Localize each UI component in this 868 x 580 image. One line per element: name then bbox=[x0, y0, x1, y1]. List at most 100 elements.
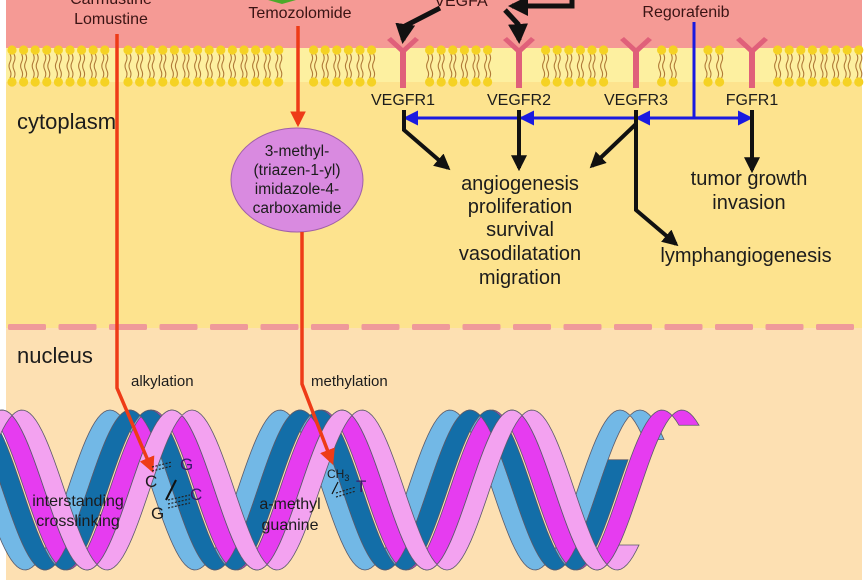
envelope-dash bbox=[109, 324, 147, 330]
lipid-molecule bbox=[309, 45, 319, 87]
envelope-dash bbox=[715, 324, 753, 330]
lipid-molecule bbox=[355, 45, 365, 87]
regorafenib-label: Regorafenib bbox=[642, 4, 729, 21]
envelope-dash bbox=[260, 324, 299, 330]
lipid-molecule bbox=[552, 45, 562, 87]
lipid-molecule bbox=[842, 45, 852, 87]
base-c-right: C bbox=[190, 485, 202, 504]
base-g-top: G bbox=[180, 455, 193, 474]
metabolite-line-4: carboxamide bbox=[253, 200, 342, 217]
lipid-molecule bbox=[807, 45, 818, 87]
dna-strand-dark-blue bbox=[0, 409, 629, 571]
lipid-molecule bbox=[343, 45, 353, 87]
lipid-molecule bbox=[854, 45, 864, 87]
receptor-label-vegfr1: VEGFR1 bbox=[371, 92, 435, 109]
vegfa-label: VEGFA bbox=[434, 0, 488, 10]
metabolite-circle bbox=[230, 127, 364, 233]
lipid-molecule bbox=[216, 45, 226, 87]
vegfr1-signal-arrow bbox=[402, 110, 451, 171]
crosslink-bond bbox=[165, 479, 177, 501]
receptor-vegfr3 bbox=[620, 37, 652, 88]
metabolite-line-3: imidazole-4- bbox=[255, 181, 339, 198]
carmustine-label: Carmustine bbox=[70, 0, 152, 8]
lipid-molecule bbox=[587, 45, 597, 87]
lipid-molecule bbox=[657, 45, 667, 87]
receptor-label-vegfr2: VEGFR2 bbox=[487, 92, 551, 109]
lipid-molecule bbox=[204, 45, 214, 87]
lipid-molecule bbox=[135, 45, 145, 87]
envelope-dash bbox=[664, 324, 703, 330]
lipid-molecule bbox=[88, 45, 98, 87]
envelope-dash bbox=[361, 324, 400, 330]
lipid-molecule bbox=[773, 45, 783, 87]
membrane-core bbox=[6, 48, 862, 82]
vegfr3-lymph-arrow bbox=[634, 124, 679, 247]
lipid-molecule bbox=[425, 45, 435, 87]
effect-angiogenesis: angiogenesis bbox=[461, 173, 579, 195]
lipid-molecule bbox=[471, 45, 481, 87]
receptor-label-fgfr1: FGFR1 bbox=[726, 92, 779, 109]
lipid-molecule bbox=[367, 45, 377, 87]
lipid-molecule bbox=[227, 45, 237, 87]
lipid-molecule bbox=[193, 45, 203, 87]
envelope-dash bbox=[159, 324, 198, 330]
lipid-molecule bbox=[239, 45, 249, 87]
lipid-molecule bbox=[448, 45, 458, 87]
lipid-molecule bbox=[483, 45, 493, 87]
lipid-molecule bbox=[796, 45, 806, 87]
alkylation-label: alkylation bbox=[131, 373, 194, 390]
lipid-molecule bbox=[251, 45, 261, 87]
effect-tumor-growth: tumor growth bbox=[691, 168, 808, 190]
lipid-molecule bbox=[77, 45, 87, 87]
effect-migration: migration bbox=[479, 267, 561, 289]
base-t: T bbox=[356, 477, 366, 496]
cytoplasm-label: cytoplasm bbox=[17, 109, 116, 134]
metabolite-line-1: 3-methyl- bbox=[265, 143, 330, 160]
temozolomide-label: Temozolomide bbox=[248, 5, 351, 22]
effect-vasodilatation: vasodilatation bbox=[459, 243, 581, 265]
lipid-molecule bbox=[123, 45, 133, 87]
lipid-molecule bbox=[274, 45, 284, 87]
lipid-molecule bbox=[703, 45, 713, 87]
effect-lymphangiogenesis: lymphangiogenesis bbox=[660, 245, 831, 267]
nucleus-label: nucleus bbox=[17, 343, 93, 368]
crosslink-label-line-1: interstanding bbox=[32, 493, 124, 510]
crosslink-bonds bbox=[151, 461, 357, 509]
lipid-molecule bbox=[320, 45, 330, 87]
lipid-molecule bbox=[668, 45, 678, 87]
receptor-vegfr1 bbox=[387, 37, 419, 88]
lipid-molecule bbox=[459, 45, 469, 87]
lipid-molecule bbox=[30, 45, 40, 87]
crosslink-label-line-2: crosslinking bbox=[36, 513, 120, 530]
lipid-molecule bbox=[53, 45, 64, 87]
lipid-molecule bbox=[169, 45, 179, 87]
methyl-guanine-line-1: a-methyl bbox=[259, 496, 320, 513]
envelope-dash bbox=[412, 324, 450, 330]
lipid-molecule bbox=[262, 45, 272, 87]
nuclear-envelope bbox=[8, 324, 854, 330]
effect-invasion: invasion bbox=[712, 192, 785, 214]
base-g-bottom: G bbox=[151, 504, 164, 523]
methylation-label: methylation bbox=[311, 373, 388, 390]
envelope-dash bbox=[8, 324, 46, 330]
lipid-molecule bbox=[831, 45, 841, 87]
lipid-molecule bbox=[7, 45, 17, 87]
temozolomide-structure-icon bbox=[268, 0, 296, 4]
lipid-molecule bbox=[564, 45, 574, 87]
cytoplasm-region bbox=[6, 48, 862, 328]
lipid-molecule bbox=[146, 45, 156, 87]
envelope-dash bbox=[462, 324, 501, 330]
cell-membrane bbox=[6, 45, 864, 87]
envelope-dash bbox=[563, 324, 602, 330]
envelope-dash bbox=[210, 324, 248, 330]
effect-survival: survival bbox=[486, 219, 554, 241]
lipid-molecule bbox=[541, 45, 551, 87]
envelope-dash bbox=[58, 324, 97, 330]
methyl-bond bbox=[331, 481, 339, 495]
metabolite-to-dna-arrow bbox=[300, 232, 335, 465]
lomustine-label: Lomustine bbox=[74, 11, 148, 28]
methyl-group-label: CH3 bbox=[327, 467, 349, 483]
lipid-molecule bbox=[100, 45, 110, 87]
base-c-left: C bbox=[145, 472, 157, 491]
lipid-molecule bbox=[332, 45, 342, 87]
